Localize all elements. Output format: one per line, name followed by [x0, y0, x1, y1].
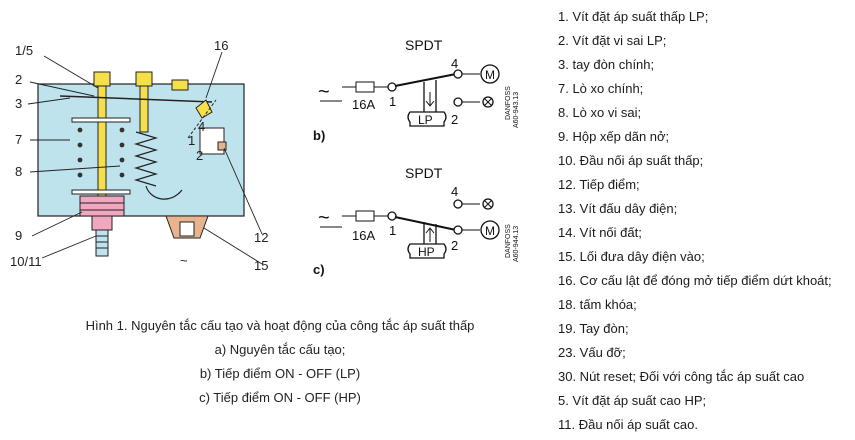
legend-item: 16. Cơ cấu lật để đóng mở tiếp điểm dứt … — [558, 273, 832, 288]
leader-lines — [27, 51, 263, 265]
motor-icon — [480, 64, 500, 84]
up-arrow-icon — [425, 227, 435, 242]
switch-b-box-label: LP — [418, 113, 433, 127]
legend-item: 14. Vít nối đất; — [558, 225, 642, 240]
switch-b-t2: 2 — [451, 112, 458, 127]
figure-caption-a: a) Nguyên tắc cấu tạo; — [214, 342, 346, 357]
legend-item: 23. Vấu đỡ; — [558, 345, 626, 360]
switch-c-maker: DANFOSS — [505, 224, 512, 258]
legend-item: 12. Tiếp điểm; — [558, 177, 640, 192]
legend-item: 13. Vít đấu dây điện; — [558, 201, 678, 216]
contact-set — [199, 127, 227, 155]
inner-label-4: 4 — [198, 119, 205, 134]
parts-legend: 1. Vít đặt áp suất thấp LP; 2. Vít đặt v… — [558, 8, 832, 440]
switch-c-fuse — [355, 210, 375, 222]
legend-item: 8. Lò xo vi sai; — [558, 105, 642, 120]
label-9: 9 — [15, 228, 22, 243]
switch-b-ac-symbol: ~ — [318, 81, 330, 103]
switch-b-contact-arm — [394, 73, 457, 87]
motor-icon — [480, 220, 500, 240]
pressure-switch-construction-diagram: 4 1 2 ~ — [10, 38, 268, 273]
switch-b-code: A60-943.13 — [513, 92, 520, 128]
switch-b-fuse — [355, 81, 375, 93]
legend-item: 5. Vít đặt áp suất cao HP; — [558, 393, 707, 408]
legend-item: 2. Vít đặt vi sai LP; — [558, 33, 667, 48]
label-10-11: 10/11 — [10, 254, 42, 269]
switch-diagram-lp: SPDT ~ 16A 1 4 M 2 LP DANFOSS A60-943.13… — [313, 37, 520, 143]
legend-item: 18. tấm khóa; — [558, 297, 637, 312]
switch-b-terminal-1 — [387, 82, 397, 92]
switch-c-contact-arm — [394, 216, 457, 231]
switch-b-t4: 4 — [451, 56, 458, 71]
label-15: 15 — [254, 258, 268, 273]
label-16: 16 — [214, 38, 228, 53]
inner-label-2: 2 — [196, 148, 203, 163]
legend-item: 3. tay đòn chính; — [558, 57, 655, 72]
pressure-connector-icon — [91, 215, 113, 257]
switch-b-maker: DANFOSS — [505, 86, 512, 120]
legend-item: 30. Nút reset; Đối với công tắc áp suất … — [558, 369, 805, 384]
switch-c-fuse-label: 16A — [352, 228, 375, 243]
switch-b-title: SPDT — [405, 37, 443, 53]
inner-label-1: 1 — [188, 133, 195, 148]
label-7: 7 — [15, 132, 22, 147]
figure-caption-b: b) Tiếp điểm ON - OFF (LP) — [199, 366, 361, 381]
switch-c-code: A60-944.13 — [513, 226, 520, 262]
switch-b-bellows-box — [407, 111, 447, 127]
switch-b-panel-label: b) — [313, 128, 325, 143]
down-arrow-icon — [425, 92, 435, 107]
legend-item: 11. Đầu nối áp suất cao. — [558, 417, 698, 432]
switch-c-t2: 2 — [451, 238, 458, 253]
legend-item: 9. Hộp xếp dãn nở; — [558, 129, 670, 144]
switch-c-motor: M — [485, 224, 495, 238]
main-spring — [77, 127, 125, 178]
main-lever — [59, 95, 213, 103]
switch-c-terminal-1 — [387, 211, 397, 221]
lamp-icon — [482, 198, 494, 210]
cable-entry-icon — [165, 215, 209, 239]
switch-c-bellows-box — [407, 243, 447, 259]
lamp-icon — [482, 96, 494, 108]
switch-c-t4: 4 — [451, 184, 458, 199]
label-1-5: 1/5 — [15, 43, 33, 58]
figure-canvas: 4 1 2 ~ — [10, 37, 520, 277]
legend-item: 19. Tay đòn; — [558, 321, 629, 336]
legend-item: 10. Đầu nối áp suất thấp; — [558, 153, 704, 168]
figure-caption-title: Hình 1. Nguyên tắc cấu tạo và hoạt động … — [85, 318, 475, 333]
switch-b-t1: 1 — [389, 94, 396, 109]
differential-spring — [133, 131, 159, 187]
bellows — [79, 195, 125, 217]
label-2: 2 — [15, 72, 22, 87]
switch-c-panel-label: c) — [313, 262, 325, 277]
legend-item: 7. Lò xo chính; — [558, 81, 644, 96]
switch-b-fuse-label: 16A — [352, 97, 375, 112]
switch-b-motor: M — [485, 68, 495, 82]
switch-c-t1: 1 — [389, 223, 396, 238]
snap-mechanism-icon — [187, 99, 217, 139]
switch-c-box-label: HP — [418, 245, 435, 259]
differential-screw-icon — [135, 71, 153, 133]
legend-item: 15. Lối đưa dây điện vào; — [558, 249, 705, 264]
figure-caption-c: c) Tiếp điểm ON - OFF (HP) — [199, 390, 361, 405]
switch-c-title: SPDT — [405, 165, 443, 181]
label-8: 8 — [15, 164, 22, 179]
switch-diagram-hp: SPDT ~ 16A 1 4 2 M HP DANFOSS A60-944.13… — [313, 165, 520, 277]
switch-c-ac-symbol: ~ — [318, 207, 330, 229]
label-12: 12 — [254, 230, 268, 245]
label-3: 3 — [15, 96, 22, 111]
terminal-screw-icon — [171, 79, 189, 91]
ac-symbol: ~ — [180, 253, 188, 268]
legend-item: 1. Vít đặt áp suất thấp LP; — [558, 9, 709, 24]
